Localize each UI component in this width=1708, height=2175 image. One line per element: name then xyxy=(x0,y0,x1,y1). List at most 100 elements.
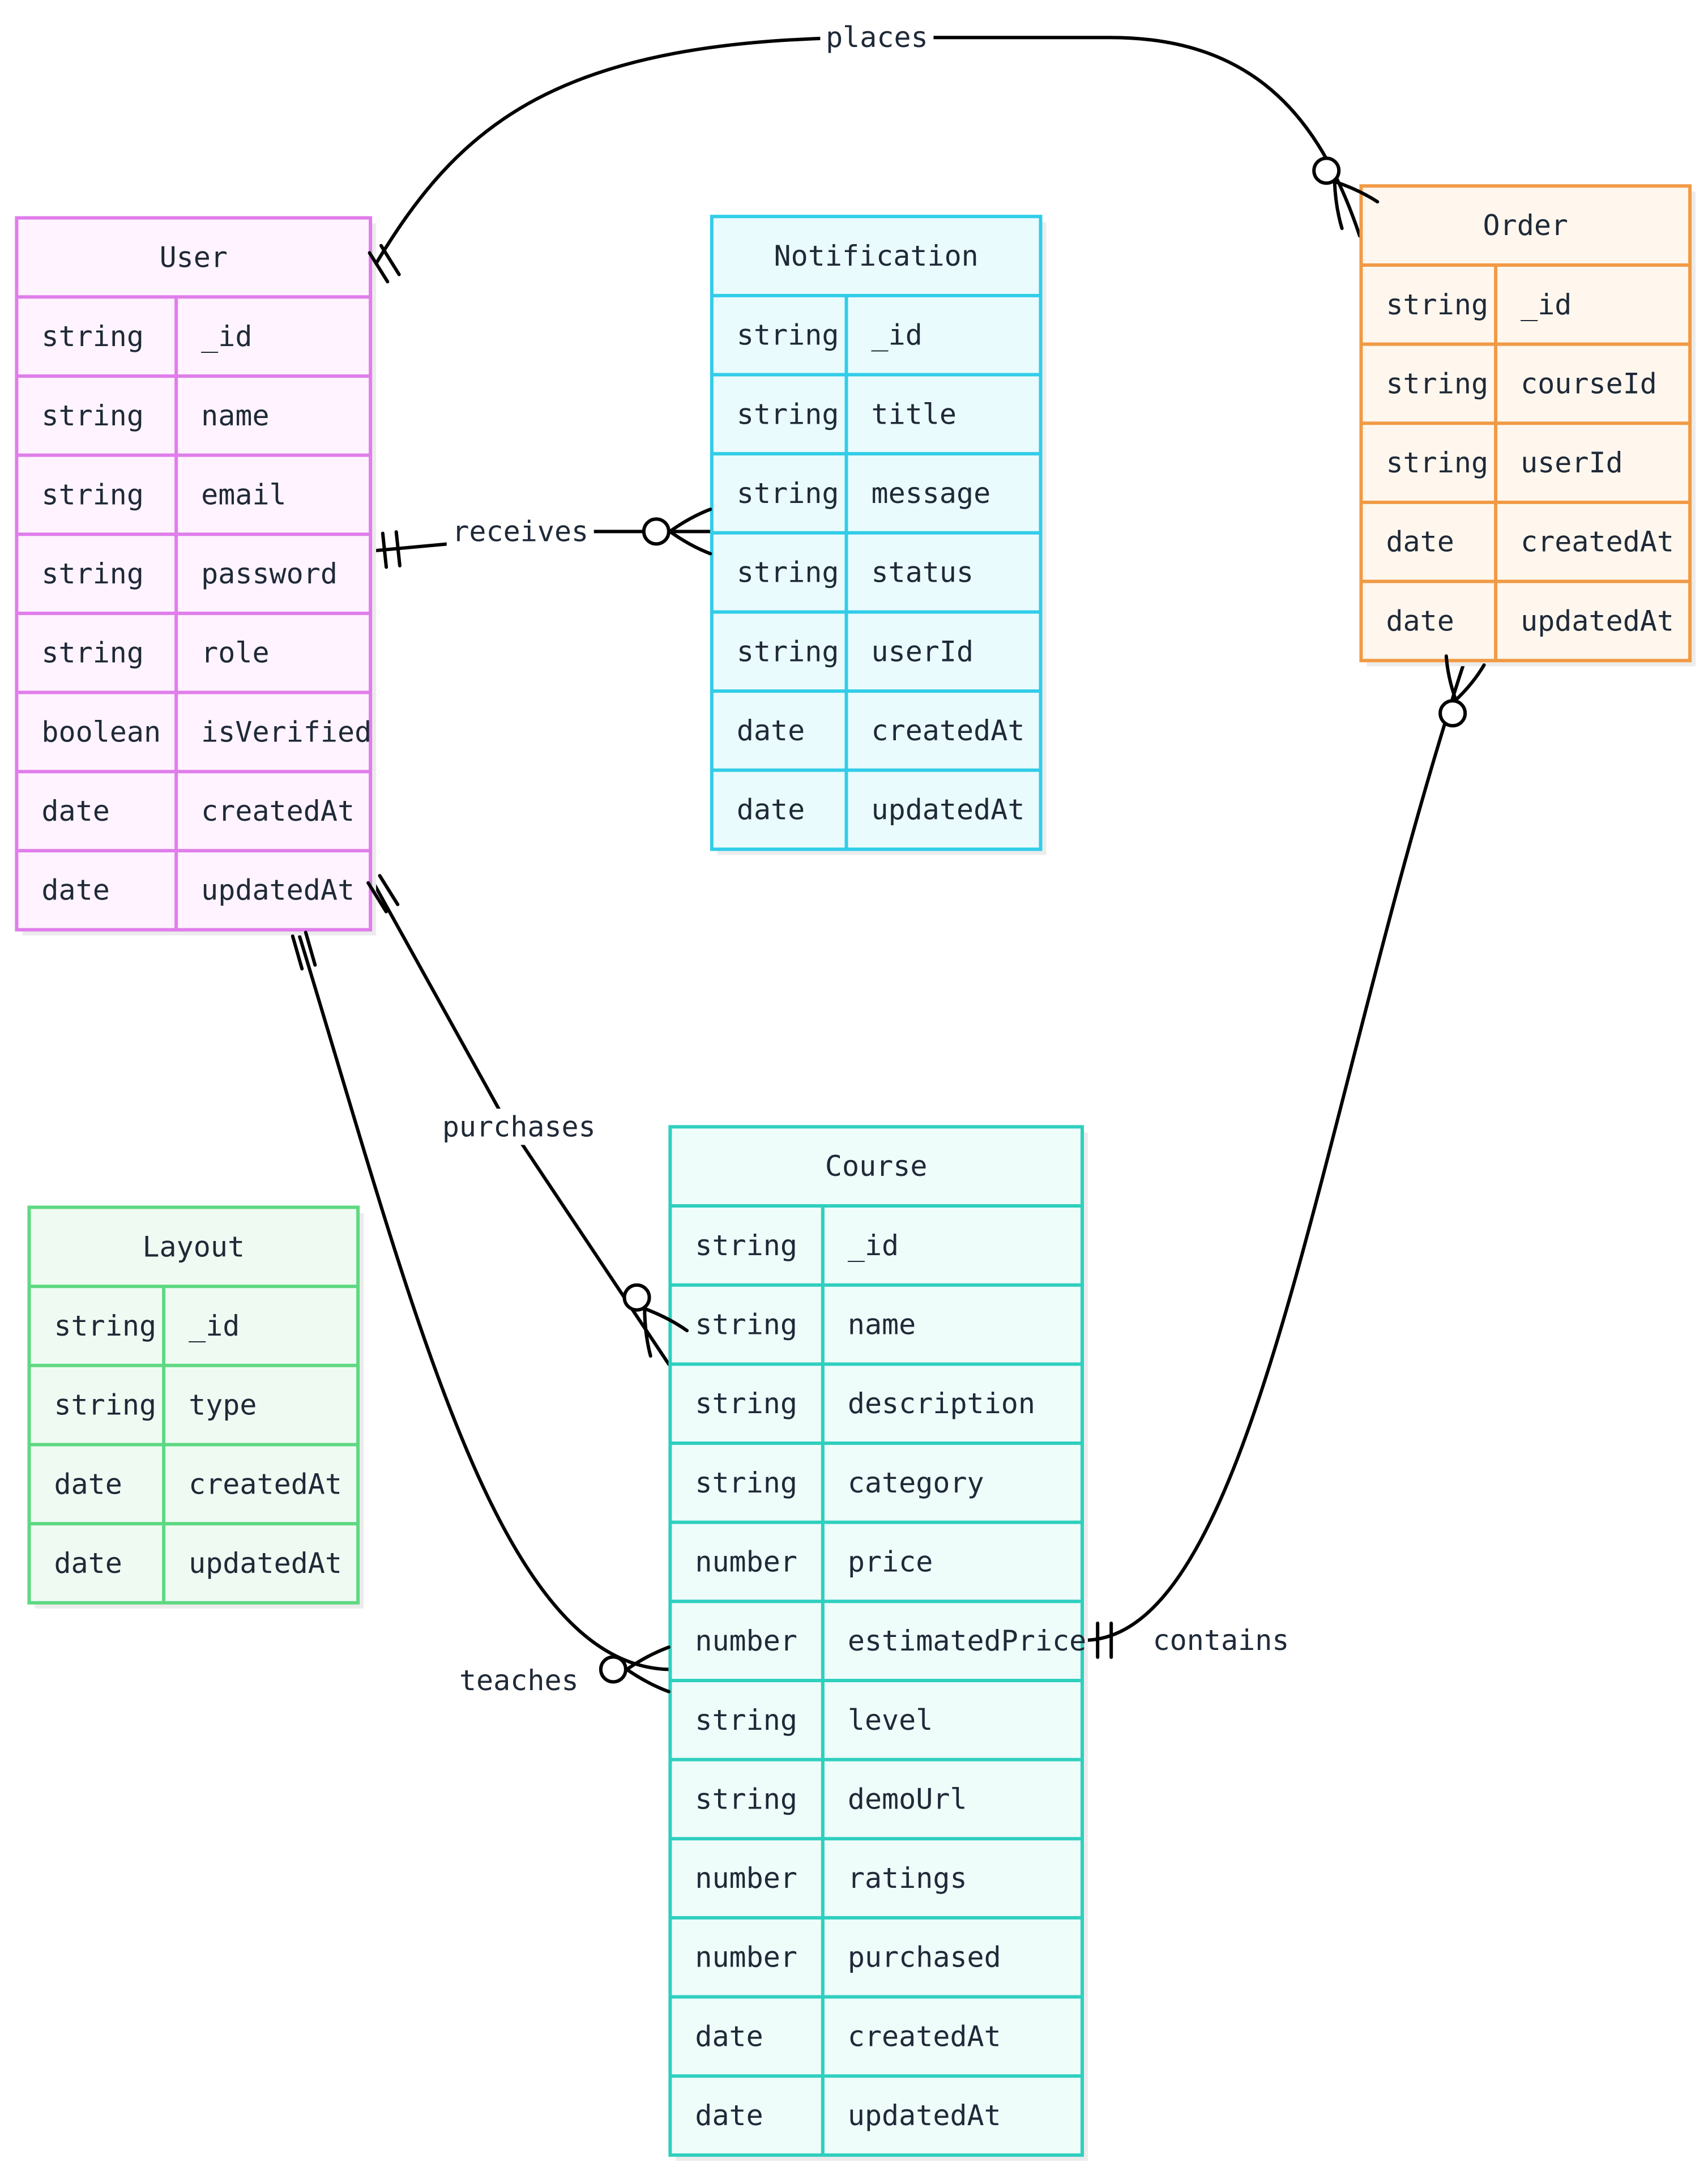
relationship-label-text: contains xyxy=(1153,1624,1289,1657)
entity-box xyxy=(668,1125,1084,2157)
cardinality-many-order-places xyxy=(1312,156,1380,231)
attribute-type: string xyxy=(737,635,839,668)
attribute-name: name xyxy=(848,1308,916,1341)
attribute-type: date xyxy=(737,794,805,826)
cardinality-one-user-receives xyxy=(381,530,402,569)
attribute-type: date xyxy=(737,714,805,747)
attribute-row: string title xyxy=(737,398,957,430)
cardinality-many-order-contains xyxy=(1438,654,1486,728)
attribute-name: courseId xyxy=(1521,367,1657,400)
attribute-name: level xyxy=(848,1704,933,1737)
attribute-row: date createdAt xyxy=(737,714,1025,747)
relationship-line-contains xyxy=(1082,662,1466,1642)
attribute-name: _id xyxy=(189,1310,240,1342)
cardinality-one-user-places xyxy=(368,244,401,284)
attribute-type: date xyxy=(54,1547,122,1580)
cardinality-many-course-teaches xyxy=(599,1645,671,1694)
attribute-name: name xyxy=(201,399,269,432)
entity-box xyxy=(15,216,373,932)
attribute-row: string userId xyxy=(737,635,973,668)
attribute-type: number xyxy=(695,1862,797,1895)
attribute-name: createdAt xyxy=(872,714,1025,747)
cardinality-many-course-purchases xyxy=(622,1283,689,1358)
attribute-name: price xyxy=(848,1545,933,1578)
attribute-name: password xyxy=(201,557,338,590)
attribute-type: string xyxy=(54,1310,156,1342)
attribute-row: string role xyxy=(41,637,269,669)
attribute-row: string userId xyxy=(1386,446,1622,479)
relationship-label-text: teaches xyxy=(459,1664,579,1697)
attribute-type: string xyxy=(41,637,144,669)
attribute-name: demoUrl xyxy=(848,1782,967,1815)
attribute-type: date xyxy=(695,2099,763,2132)
attribute-name: createdAt xyxy=(1521,526,1674,558)
attribute-name: userId xyxy=(1521,446,1623,479)
attribute-type: string xyxy=(41,557,144,590)
attribute-name: _id xyxy=(1521,288,1572,321)
label-background xyxy=(820,19,934,56)
attribute-type: string xyxy=(737,477,839,510)
attribute-name: createdAt xyxy=(201,795,355,828)
attribute-type: date xyxy=(54,1468,122,1500)
cardinality-one-user-teaches xyxy=(291,931,317,971)
attribute-name: estimatedPrice xyxy=(848,1624,1086,1657)
attribute-name: type xyxy=(189,1389,257,1422)
attribute-row: string name xyxy=(695,1308,916,1341)
attribute-name: title xyxy=(872,398,957,430)
relationship-line-places xyxy=(370,36,1361,272)
attribute-row: string password xyxy=(41,557,338,590)
attribute-type: string xyxy=(695,1704,797,1737)
attribute-name: createdAt xyxy=(848,2020,1001,2053)
attribute-name: purchased xyxy=(848,1941,1001,1974)
attribute-row: string courseId xyxy=(1386,367,1656,400)
attribute-name: updatedAt xyxy=(848,2099,1001,2132)
entity-title: User xyxy=(160,241,228,274)
cardinality-many-notification-receives xyxy=(642,508,712,556)
attribute-name: isVerified xyxy=(201,715,372,748)
label-background xyxy=(1147,1622,1295,1658)
attribute-type: date xyxy=(41,874,109,907)
attribute-name: updatedAt xyxy=(189,1547,342,1580)
attribute-row: date createdAt xyxy=(41,795,355,828)
attribute-name: description xyxy=(848,1387,1035,1420)
attribute-name: _id xyxy=(201,320,252,353)
attribute-row: string message xyxy=(737,477,990,510)
attribute-name: role xyxy=(201,637,269,669)
label-background xyxy=(446,513,594,550)
attribute-type: string xyxy=(737,398,839,430)
attribute-name: message xyxy=(872,477,991,510)
attribute-type: string xyxy=(1386,367,1488,400)
attribute-name: updatedAt xyxy=(1521,604,1674,637)
attribute-name: email xyxy=(201,478,287,511)
attribute-type: string xyxy=(1386,446,1488,479)
relationship-line-teaches xyxy=(298,935,671,1671)
attribute-type: date xyxy=(41,795,109,828)
attribute-row: number price xyxy=(695,1545,933,1578)
attribute-type: string xyxy=(737,319,839,352)
attribute-type: number xyxy=(695,1545,797,1578)
attribute-row: string_id xyxy=(695,1229,899,1262)
attribute-type: string xyxy=(695,1466,797,1499)
attribute-name: userId xyxy=(872,635,974,668)
attribute-type: string xyxy=(695,1308,797,1341)
attribute-name: category xyxy=(848,1466,984,1499)
entity-title: Course xyxy=(825,1150,928,1183)
attribute-type: string xyxy=(695,1229,797,1262)
attribute-row: string _id xyxy=(54,1310,240,1342)
attribute-row: string _id xyxy=(1386,288,1572,321)
attribute-name: _id xyxy=(872,319,923,352)
attribute-type: string xyxy=(1386,288,1488,321)
relationship-label-text: purchases xyxy=(442,1110,596,1143)
attribute-name: status xyxy=(872,556,974,589)
